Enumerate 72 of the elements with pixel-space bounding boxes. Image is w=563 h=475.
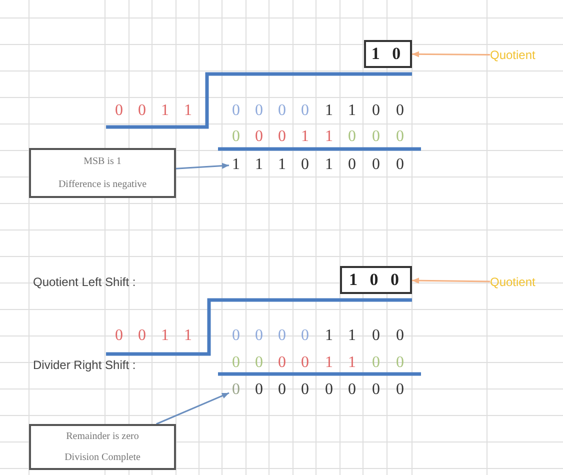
note-text: Division Complete [64, 451, 140, 465]
bit-digit: 0 [371, 127, 381, 147]
bit-digit: 0 [277, 380, 287, 400]
bit-digit: 0 [395, 155, 405, 175]
bit-digit: 0 [371, 380, 381, 400]
note-text: Remainder is zero [66, 430, 139, 444]
bit-digit: 0 [254, 101, 264, 121]
leader-arrow [156, 392, 230, 425]
bit-digit: 0 [137, 101, 147, 121]
bit-digit: 0 [114, 326, 124, 346]
bit-digit: 0 [300, 380, 310, 400]
bit-digit: 1 [324, 155, 334, 175]
bit-digit: 0 [231, 101, 241, 121]
bit-digit: 1 [324, 101, 334, 121]
bit-digit: 1 [160, 101, 170, 121]
result-digit: 0 [229, 380, 243, 400]
bit-digit: 0 [347, 127, 357, 147]
quotient-label: Quotient [490, 46, 560, 64]
bit-digit: 0 [300, 326, 310, 346]
note-text: MSB is 1 [84, 155, 122, 169]
note-box [29, 148, 176, 198]
bit-digit: 1 [300, 127, 310, 147]
row-label: Divider Right Shift : [33, 357, 136, 374]
bit-digit: 0 [254, 326, 264, 346]
note-box [29, 424, 176, 470]
bit-digit: 1 [347, 101, 357, 121]
result-digit: 1 [229, 155, 243, 175]
bit-digit: 0 [231, 353, 241, 373]
bit-digit: 1 [324, 326, 334, 346]
bit-digit: 1 [277, 155, 287, 175]
note-text: Difference is negative [58, 178, 147, 192]
quotient-box: 1 0 [364, 40, 412, 68]
bit-digit: 1 [347, 353, 357, 373]
row-label: Quotient Left Shift : [33, 274, 136, 291]
bit-digit: 0 [395, 380, 405, 400]
bit-digit: 0 [371, 101, 381, 121]
bit-digit: 0 [395, 326, 405, 346]
bit-digit: 0 [300, 101, 310, 121]
bit-digit: 1 [160, 326, 170, 346]
bit-digit: 0 [371, 155, 381, 175]
bit-digit: 0 [277, 353, 287, 373]
bit-digit: 1 [324, 127, 334, 147]
bit-digit: 0 [347, 380, 357, 400]
bit-digit: 0 [324, 380, 334, 400]
bit-digit: 0 [300, 353, 310, 373]
bit-digit: 0 [300, 155, 310, 175]
bit-digit: 1 [183, 101, 193, 121]
bit-digit: 0 [347, 155, 357, 175]
bit-digit: 0 [254, 127, 264, 147]
bit-digit: 0 [395, 353, 405, 373]
bit-digit: 0 [277, 101, 287, 121]
bit-digit: 0 [277, 127, 287, 147]
quotient-label: Quotient [490, 273, 560, 291]
bit-digit: 0 [371, 353, 381, 373]
bit-digit: 1 [324, 353, 334, 373]
bit-digit: 0 [254, 353, 264, 373]
bit-digit: 0 [395, 101, 405, 121]
bit-digit: 0 [231, 326, 241, 346]
quotient-box: 1 0 0 [340, 266, 412, 294]
bit-digit: 0 [137, 326, 147, 346]
bit-digit: 0 [277, 326, 287, 346]
arrow [412, 51, 490, 58]
leader-arrow [176, 162, 230, 170]
bit-digit: 0 [231, 127, 241, 147]
bit-digit: 0 [114, 101, 124, 121]
bit-digit: 0 [254, 380, 264, 400]
bit-digit: 1 [183, 326, 193, 346]
bit-digit: 0 [395, 127, 405, 147]
bit-digit: 1 [347, 326, 357, 346]
arrow [412, 278, 490, 284]
bit-digit: 0 [371, 326, 381, 346]
bit-digit: 1 [254, 155, 264, 175]
